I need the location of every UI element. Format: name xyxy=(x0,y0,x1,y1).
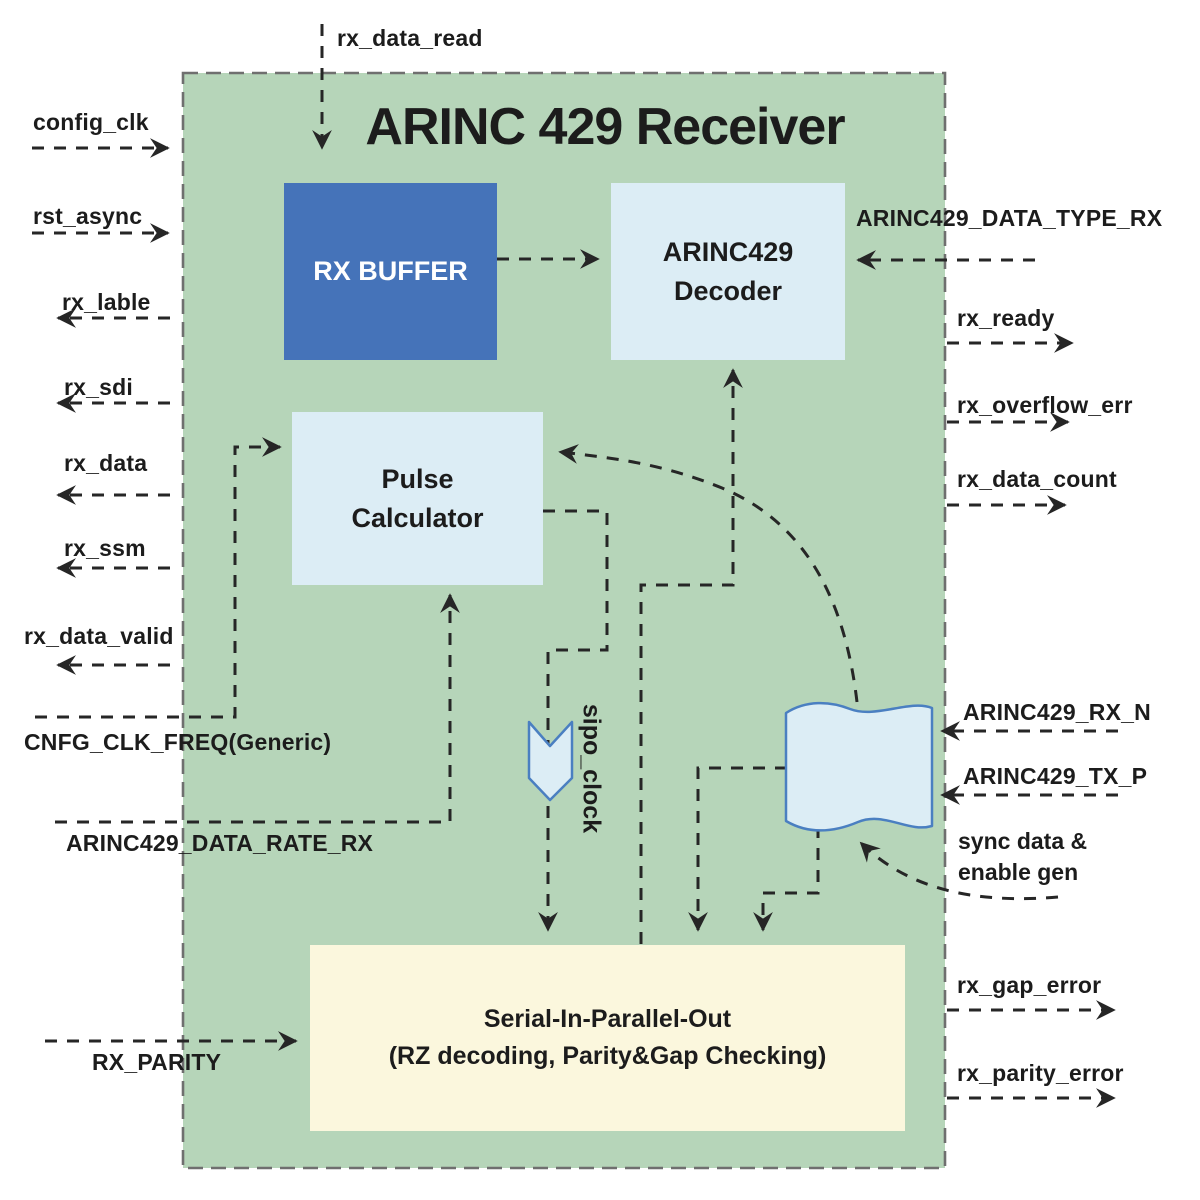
signal-label-rx-parity-error: rx_parity_error xyxy=(957,1060,1124,1086)
rx-buffer-label: RX BUFFER xyxy=(313,256,468,286)
sync-gen-wavy-box-shape xyxy=(784,701,934,832)
wire-syncbox-left-to-sipo xyxy=(688,766,787,932)
signal-label-rx-data: rx_data xyxy=(64,450,148,476)
signal-label-rx-sdi: rx_sdi xyxy=(64,374,133,400)
signal-label-arinc429-data-rate-rx: ARINC429_DATA_RATE_RX xyxy=(66,830,374,856)
signal-label-arinc429-data-type-rx: ARINC429_DATA_TYPE_RX xyxy=(856,205,1163,231)
sipo-clock-chevron-shape xyxy=(527,720,574,802)
sipo-label-line1: Serial-In-Parallel-Out xyxy=(483,1005,732,1033)
pulse-calculator-block: Pulse Calculator xyxy=(292,412,543,585)
rx-buffer-block: RX BUFFER xyxy=(284,183,497,360)
signal-label-arinc429-tx-p: ARINC429_TX_P xyxy=(963,763,1148,789)
wire-syncbox-to-pulse-curve xyxy=(558,444,859,703)
pulse-label-line2: Calculator xyxy=(351,502,484,533)
signal-label-rx-data-valid: rx_data_valid xyxy=(24,623,174,649)
signal-label-rx-data-count: rx_data_count xyxy=(957,466,1117,492)
arinc429-decoder-block: ARINC429 Decoder xyxy=(611,183,845,360)
wire-sync-gen-annotation-curve xyxy=(859,841,1059,901)
sync-gen-annotation-label: sync data & enable gen xyxy=(958,826,1087,888)
sync-gen-annotation-line1: sync data & xyxy=(958,828,1088,854)
signal-label-rst-async: rst_async xyxy=(33,203,143,229)
signal-label-rx-ssm: rx_ssm xyxy=(64,535,146,561)
signal-label-rx-lable: rx_lable xyxy=(62,289,151,315)
signal-label-arinc429-rx-n: ARINC429_RX_N xyxy=(963,699,1151,725)
sipo-label-line2: (RZ decoding, Parity&Gap Checking) xyxy=(388,1042,827,1070)
signal-label-rx-overflow-err: rx_overflow_err xyxy=(957,392,1133,418)
wire-sipo-to-decoder xyxy=(639,368,743,944)
wire-cnfg-clk-freq xyxy=(35,437,282,719)
pulse-label-line1: Pulse xyxy=(381,463,454,494)
signal-label-cnfg-clk-freq: CNFG_CLK_FREQ(Generic) xyxy=(24,729,332,755)
signal-label-rx-gap-error: rx_gap_error xyxy=(957,972,1102,998)
signal-label-config-clk: config_clk xyxy=(33,109,149,135)
wire-syncbox-bottom-to-sipo xyxy=(753,826,820,932)
sync-gen-annotation-line2: enable gen xyxy=(958,859,1079,885)
sipo-block: Serial-In-Parallel-Out (RZ decoding, Par… xyxy=(310,945,905,1131)
signal-label-rx-parity: RX_PARITY xyxy=(92,1049,222,1075)
diagram-title: ARINC 429 Receiver xyxy=(365,98,845,156)
sipo-clock-label: sipo_clock xyxy=(577,703,606,834)
signal-label-rx-data-read: rx_data_read xyxy=(337,25,483,51)
decoder-label-line1: ARINC429 xyxy=(662,236,794,267)
signal-label-rx-ready: rx_ready xyxy=(957,305,1055,331)
decoder-label-line2: Decoder xyxy=(673,275,783,306)
